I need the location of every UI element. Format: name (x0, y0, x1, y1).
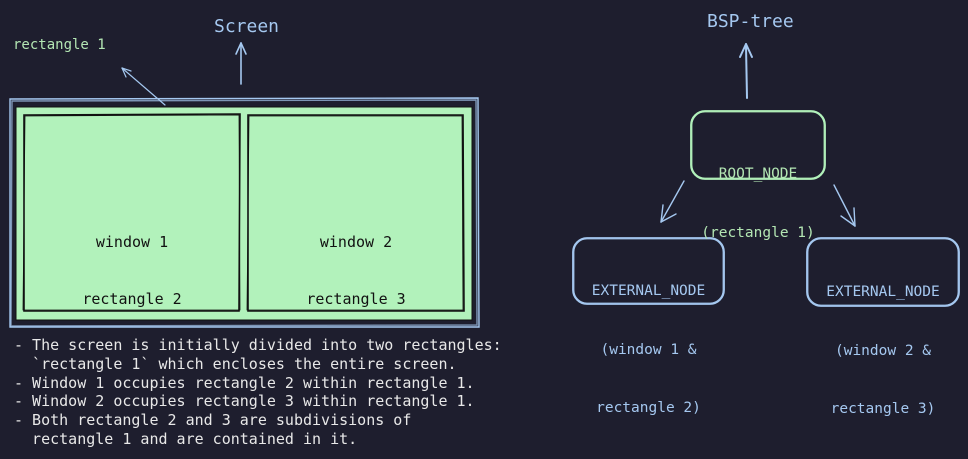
window-2-label: window 2 rectangle 3 (248, 195, 464, 328)
window-2-rect: rectangle 3 (306, 290, 406, 308)
external-node-left-box (572, 237, 725, 305)
root-node-rect: (rectangle 1) (701, 224, 815, 241)
external-node-right-box (806, 237, 960, 307)
screen-up-arrow (235, 42, 247, 85)
external-node-right-window: (window 2 & (834, 342, 932, 359)
screen-title: Screen (214, 16, 280, 37)
note-line: - Window 2 occupies rectangle 3 within r… (14, 392, 475, 411)
rectangle-1 (15, 106, 473, 321)
window-1-name: window 1 (95, 233, 169, 251)
window-1-box (22, 113, 241, 312)
external-node-left-window: (window 1 & (600, 341, 697, 358)
note-line: `rectangle 1` which encloses the entire … (14, 354, 457, 373)
root-to-left-arrow (660, 180, 685, 223)
window-1-label: window 1 rectangle 2 (24, 195, 240, 328)
screen-frame (9, 97, 480, 328)
tree-up-arrow (739, 43, 753, 99)
note-line: - Both rectangle 2 and 3 are subdivision… (14, 411, 412, 430)
notes-list: - The screen is initially divided into t… (14, 336, 502, 449)
note-line: rectangle 1 and are contained in it. (14, 429, 358, 448)
external-node-right-type: EXTERNAL_NODE (826, 284, 940, 300)
root-to-right-arrow (833, 184, 856, 227)
root-node-box (690, 110, 826, 180)
note-line: - The screen is initially divided into t… (14, 336, 502, 354)
note-line: - Window 1 occupies rectangle 2 within r… (14, 373, 475, 392)
window-2-name: window 2 (319, 233, 393, 251)
root-node-label: ROOT_NODE (rectangle 1) (691, 126, 825, 263)
window-1-rect: rectangle 2 (82, 290, 182, 308)
window-2-box (246, 114, 465, 312)
rectangle-1-label: rectangle 1 (13, 37, 106, 53)
external-node-right-label: EXTERNAL_NODE (window 2 & rectangle 3) (807, 244, 959, 439)
rectangle-1-pointer-arrow (121, 67, 166, 106)
external-node-left-rect: rectangle 2) (596, 400, 701, 416)
bsp-tree-title: BSP-tree (707, 11, 794, 32)
external-node-right-rect: rectangle 3) (830, 401, 936, 417)
root-node-type: ROOT_NODE (718, 166, 798, 182)
external-node-left-label: EXTERNAL_NODE (window 1 & rectangle 2) (573, 243, 724, 438)
external-node-left-type: EXTERNAL_NODE (591, 283, 706, 299)
